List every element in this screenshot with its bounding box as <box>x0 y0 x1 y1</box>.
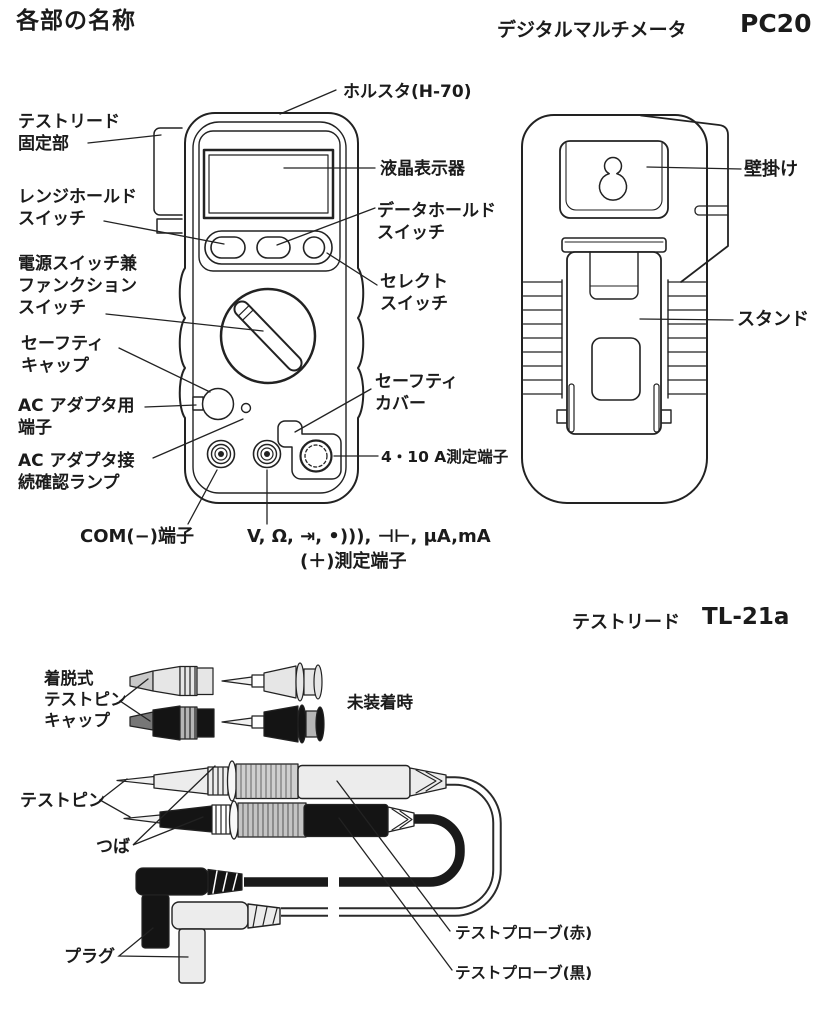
label-com-terminal: COM(−)端子 <box>80 526 194 547</box>
label-select: セレクト スイッチ <box>380 272 448 314</box>
label-current-terminal: 4・10 A測定端子 <box>381 448 509 466</box>
label-probe-red: テストプローブ(赤) <box>455 924 593 942</box>
label-safety-cover: セーフティ カバー <box>375 372 458 414</box>
select-button <box>302 236 326 259</box>
label-data-hold: データホールド スイッチ <box>377 201 496 243</box>
label-plug: プラグ <box>64 947 115 967</box>
plus-jack <box>252 439 282 469</box>
pin-bare-gray <box>221 662 323 702</box>
pin-cap-gray <box>129 665 214 697</box>
label-ac-lamp: AC アダプタ接 続確認ランプ <box>18 451 135 493</box>
product-model: PC20 <box>740 9 812 38</box>
dial-knob <box>233 300 303 372</box>
button-panel <box>204 230 333 265</box>
label-plus-symbols: V, Ω, ⇥, •))), ⊣⊢, μA,mA <box>247 526 491 547</box>
probe-red-shape <box>116 760 447 802</box>
keyhole <box>598 156 628 201</box>
label-safety-cap: セーフティ キャップ <box>21 334 104 376</box>
stand-nub-left <box>556 409 568 424</box>
label-collar: つば <box>96 837 130 857</box>
stand-plate <box>566 251 662 435</box>
ac-adapter-nub <box>192 396 204 411</box>
probe-black-shape <box>123 800 415 840</box>
safety-cover-shape <box>277 420 342 480</box>
multimeter-front-illustration <box>153 112 365 504</box>
label-pin-cap: 着脱式 テストピン キャップ <box>44 669 127 730</box>
label-holster: ホルスタ(H-70) <box>343 82 472 102</box>
product-name: デジタルマルチメータ <box>497 19 687 41</box>
label-lcd: 液晶表示器 <box>380 159 465 179</box>
plug-gray-shape <box>171 901 281 984</box>
leads-product-name: テストリード <box>572 612 680 633</box>
stand-nub-right <box>660 409 672 424</box>
label-plus-terminal: (＋)測定端子 <box>300 551 407 572</box>
corner-flap <box>640 114 729 283</box>
rotary-dial <box>219 287 317 385</box>
range-hold-button <box>210 236 246 259</box>
multimeter-back-illustration <box>521 114 729 504</box>
label-probe-black: テストプローブ(黒) <box>455 964 593 982</box>
label-ac-terminal: AC アダプタ用 端子 <box>18 396 135 438</box>
red-cable <box>281 776 502 917</box>
data-hold-button <box>256 236 291 259</box>
leader-lines <box>87 89 742 971</box>
label-power-function: 電源スイッチ兼 ファンクション スイッチ <box>18 254 137 318</box>
label-lead-holder: テストリード 固定部 <box>18 112 120 154</box>
plug-black-shape <box>135 867 243 949</box>
pin-bare-black <box>221 704 325 744</box>
lcd-display <box>202 148 335 220</box>
label-stand: スタンド <box>737 309 809 330</box>
label-test-pin: テストピン <box>20 791 105 811</box>
com-jack <box>206 439 236 469</box>
page-title: 各部の名称 <box>16 8 136 34</box>
label-unattached: 未装着時 <box>347 693 413 712</box>
label-range-hold: レンジホールド スイッチ <box>18 187 137 229</box>
ac-adapter-lamp-shape <box>240 402 252 414</box>
test-leads-illustration <box>116 662 502 984</box>
black-cable <box>244 814 465 887</box>
safety-cap-shape <box>201 387 235 421</box>
label-wall-mount: 壁掛け <box>744 159 798 180</box>
leads-model: TL-21a <box>702 604 790 630</box>
current-jack <box>299 439 333 473</box>
lead-holder-tab <box>153 127 183 216</box>
pin-cap-black <box>129 705 215 741</box>
